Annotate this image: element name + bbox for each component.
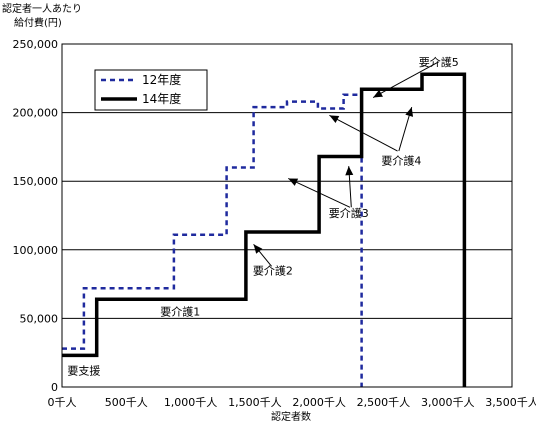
annotation-arrow-3 (329, 114, 398, 152)
legend-label-12: 12年度 (142, 72, 181, 87)
annotation-arrow-1 (288, 178, 351, 208)
arrow-shaft-5 (372, 61, 439, 98)
annotation-arrow-2 (345, 166, 354, 208)
annotation-label-3: 要介護3 (329, 206, 369, 220)
annotation-label-4: 要介護4 (381, 154, 421, 168)
series-line-1 (62, 72, 467, 387)
y-tick-label-5: 250,000 (13, 38, 59, 51)
arrow-head-2 (345, 166, 354, 176)
y-tick-label-0: 0 (51, 381, 58, 394)
series-line-0 (62, 93, 363, 387)
arrow-shaft-1 (288, 178, 351, 208)
y-tick-label-1: 50,000 (20, 312, 59, 325)
y-tick-labels: 0 50,000 100,000 150,000 200,000 250,000 (13, 38, 59, 394)
annotation-label-2: 要介護2 (253, 263, 293, 277)
annotations: 要支援 要介護1 要介護2 要介護3 要介護4 要介護5 (67, 55, 458, 378)
legend: 12年度 14年度 (94, 69, 208, 111)
x-tick-label-1: 500千人 (105, 396, 148, 409)
arrow-head-0 (253, 244, 263, 254)
x-tick-labels: 0千人 500千人 1,000千人 1,500千人 2,000千人 2,500千人 3,00… (48, 396, 536, 409)
annotation-arrow-0 (253, 243, 272, 267)
annotation-arrows (253, 61, 439, 267)
arrow-head-4 (405, 107, 414, 117)
plot-area-border (61, 43, 513, 388)
annotation-arrow-5 (372, 61, 439, 98)
arrow-head-1 (288, 178, 299, 186)
legend-label-14: 14年度 (142, 91, 181, 106)
annotation-arrow-4 (398, 106, 414, 152)
x-tick-label-6: 3,000千人 (421, 396, 475, 409)
y-tick-label-4: 200,000 (13, 107, 59, 120)
x-tick-label-0: 0千人 (48, 396, 77, 409)
annotation-label-5: 要介護5 (419, 55, 459, 69)
x-tick-label-5: 2,500千人 (357, 396, 411, 409)
series-group (62, 72, 467, 387)
grid-lines (62, 112, 512, 319)
x-tick-label-7: 3,500千人 (485, 396, 536, 409)
arrow-head-3 (329, 115, 340, 124)
x-axis-title: 認定者数 (271, 410, 311, 423)
y-axis-title-line1: 認定者一人あたり (2, 2, 82, 15)
y-tick-label-2: 100,000 (13, 244, 59, 257)
arrow-head-5 (373, 89, 383, 98)
y-axis-title-line2: 給付費(円) (14, 16, 62, 29)
x-tick-label-2: 1,000千人 (164, 396, 218, 409)
annotation-label-1: 要介護1 (160, 305, 200, 319)
x-tick-label-4: 2,000千人 (292, 396, 346, 409)
x-tick-label-3: 1,500千人 (228, 396, 282, 409)
legend-box (94, 69, 208, 111)
y-tick-label-3: 150,000 (13, 175, 59, 188)
annotation-label-0: 要支援 (67, 364, 100, 378)
arrow-shaft-3 (329, 114, 398, 152)
